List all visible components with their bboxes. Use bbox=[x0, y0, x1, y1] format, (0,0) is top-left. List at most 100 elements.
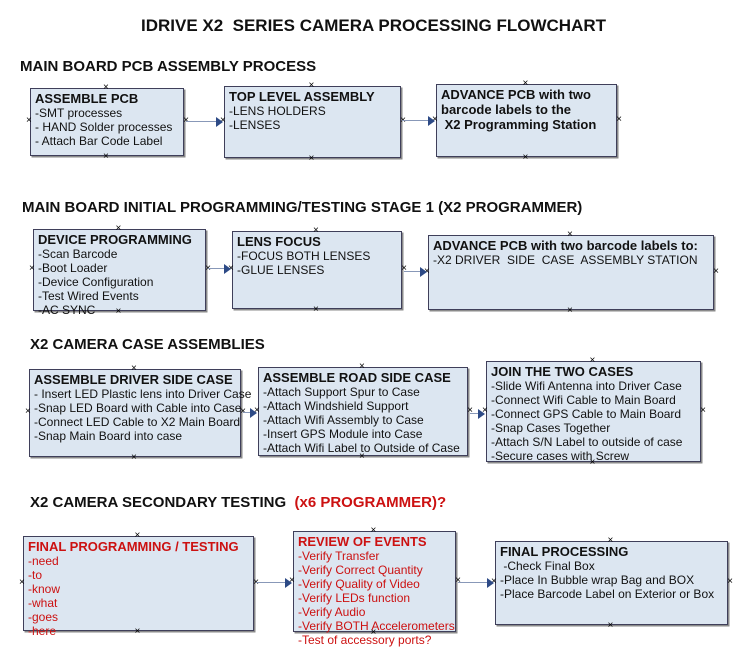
box-line: -Scan Barcode bbox=[38, 247, 118, 261]
connection-anchor-icon[interactable]: × bbox=[401, 263, 407, 274]
box-line: -Test Wired Events bbox=[38, 289, 139, 303]
section-heading-red-part: (x6 PROGRAMMER)? bbox=[290, 494, 447, 511]
box-line: -know bbox=[28, 582, 61, 596]
connector-arrow[interactable] bbox=[243, 408, 257, 418]
connection-anchor-icon[interactable]: × bbox=[370, 525, 377, 536]
connection-anchor-icon[interactable]: × bbox=[313, 304, 319, 315]
box-line: -SMT processes bbox=[35, 106, 123, 120]
box-line: X2 Programming Station bbox=[441, 117, 597, 132]
connection-anchor-icon[interactable]: × bbox=[240, 406, 246, 417]
connection-anchor-icon[interactable]: × bbox=[370, 627, 377, 638]
arrowhead-icon bbox=[478, 409, 485, 419]
box-body: -need-to-know-what-goes-here bbox=[28, 554, 249, 638]
flow-box-assemble-driver-side-case[interactable]: ASSEMBLE DRIVER SIDE CASE - Insert LED P… bbox=[25, 364, 252, 463]
section-heading-pcb-assembly: MAIN BOARD PCB ASSEMBLY PROCESS bbox=[20, 58, 317, 75]
connection-anchor-icon[interactable]: × bbox=[103, 151, 109, 162]
connection-anchor-icon[interactable]: × bbox=[522, 152, 529, 163]
connection-anchor-icon[interactable]: × bbox=[567, 229, 573, 240]
box-title: FINAL PROCESSING bbox=[500, 544, 629, 559]
box-line: -LENSES bbox=[229, 118, 281, 132]
flow-box-join-the-two-cases[interactable]: JOIN THE TWO CASES -Slide Wifi Antenna i… bbox=[482, 356, 706, 468]
connection-anchor-icon[interactable]: × bbox=[567, 305, 573, 316]
box-line: -Verify Audio bbox=[298, 605, 366, 619]
connection-anchor-icon[interactable]: × bbox=[115, 306, 122, 317]
box-line: -Verify Correct Quantity bbox=[298, 563, 423, 577]
box-line: -Attach Support Spur to Case bbox=[263, 385, 420, 399]
arrowhead-icon bbox=[224, 264, 231, 274]
box-line: - Attach Bar Code Label bbox=[35, 134, 163, 148]
box-line: -Verify BOTH Accelerometers bbox=[298, 619, 455, 633]
connection-anchor-icon[interactable]: × bbox=[589, 355, 596, 366]
connection-anchor-icon[interactable]: × bbox=[308, 153, 315, 164]
connection-anchor-icon[interactable]: × bbox=[115, 223, 122, 234]
box-line: -Attach Wifi Label to Outside of Case bbox=[263, 441, 460, 455]
connection-anchor-icon[interactable]: × bbox=[131, 363, 137, 374]
arrowhead-icon bbox=[420, 267, 427, 277]
box-line: -Attach S/N Label to outside of case bbox=[491, 435, 683, 449]
flow-box-assemble-pcb[interactable]: ASSEMBLE PCB -SMT processes- HAND Solder… bbox=[26, 83, 189, 162]
arrowhead-icon bbox=[487, 578, 494, 588]
section-heading-secondary-testing: X2 CAMERA SECONDARY TESTING (x6 PROGRAMM… bbox=[30, 494, 446, 511]
box-line: - Insert LED Plastic lens into Driver Ca… bbox=[34, 387, 252, 401]
connection-anchor-icon[interactable]: × bbox=[616, 113, 622, 125]
box-line: -Attach Windshield Support bbox=[263, 399, 409, 413]
box-line: -Verify LEDs function bbox=[298, 591, 411, 605]
flow-box-final-programming-testing[interactable]: FINAL PROGRAMMING / TESTING -need-to-kno… bbox=[19, 531, 259, 639]
connection-anchor-icon[interactable]: × bbox=[455, 574, 461, 586]
connection-anchor-icon[interactable]: × bbox=[727, 576, 733, 587]
box-body: -FOCUS BOTH LENSES-GLUE LENSES bbox=[237, 249, 397, 277]
box-line: -LENS HOLDERS bbox=[229, 104, 326, 118]
connection-anchor-icon[interactable]: × bbox=[713, 265, 719, 277]
box-line: -Snap Main Board into case bbox=[34, 429, 183, 443]
box-line: -Verify Quality of Video bbox=[298, 577, 420, 591]
connection-anchor-icon[interactable]: × bbox=[26, 115, 32, 126]
connection-anchor-icon[interactable]: × bbox=[131, 452, 137, 463]
connection-anchor-icon[interactable]: × bbox=[313, 225, 319, 236]
connection-anchor-icon[interactable]: × bbox=[134, 530, 141, 541]
flow-box-device-programming[interactable]: DEVICE PROGRAMMING -Scan Barcode-Boot Lo… bbox=[29, 224, 211, 318]
arrowhead-icon bbox=[216, 117, 223, 127]
connector-arrow[interactable] bbox=[404, 267, 427, 277]
connection-anchor-icon[interactable]: × bbox=[134, 626, 141, 637]
connector-arrow[interactable] bbox=[458, 578, 494, 588]
flow-box-top-level-assembly[interactable]: TOP LEVEL ASSEMBLY -LENS HOLDERS-LENSES … bbox=[220, 81, 406, 164]
flow-box-lens-focus[interactable]: LENS FOCUS -FOCUS BOTH LENSES-GLUE LENSE… bbox=[228, 226, 407, 315]
connection-anchor-icon[interactable]: × bbox=[359, 361, 365, 372]
connection-anchor-icon[interactable]: × bbox=[183, 115, 189, 126]
box-line: barcode labels to the bbox=[441, 102, 572, 117]
box-title: ASSEMBLE ROAD SIDE CASE bbox=[263, 370, 451, 385]
connector-arrow[interactable] bbox=[470, 409, 485, 419]
connector-arrow[interactable] bbox=[208, 264, 231, 274]
connection-anchor-icon[interactable]: × bbox=[29, 263, 35, 274]
connector-arrow[interactable] bbox=[186, 117, 223, 127]
connection-anchor-icon[interactable]: × bbox=[607, 620, 614, 631]
box-body: -Verify Transfer-Verify Correct Quantity… bbox=[298, 549, 455, 647]
box-line: -Connect LED Cable to X2 Main Board bbox=[34, 415, 241, 429]
box-line: -Device Configuration bbox=[38, 275, 154, 289]
connection-anchor-icon[interactable]: × bbox=[308, 80, 315, 91]
flow-box-advance-pcb-case-assembly[interactable]: ADVANCE PCB with two barcode labels to: … bbox=[424, 230, 719, 316]
box-line: -need bbox=[28, 554, 59, 568]
connection-anchor-icon[interactable]: × bbox=[589, 457, 596, 468]
box-line: -Attach Wifi Assembly to Case bbox=[263, 413, 424, 427]
box-line: -Place Barcode Label on Exterior or Box bbox=[500, 587, 715, 601]
connector-arrow[interactable] bbox=[256, 578, 292, 588]
flow-box-final-processing[interactable]: FINAL PROCESSING -Check Final Box-Place … bbox=[491, 536, 733, 631]
flow-box-assemble-road-side-case[interactable]: ASSEMBLE ROAD SIDE CASE -Attach Support … bbox=[254, 362, 473, 462]
box-title: LENS FOCUS bbox=[237, 234, 321, 249]
connection-anchor-icon[interactable]: × bbox=[700, 404, 706, 416]
connection-anchor-icon[interactable]: × bbox=[25, 406, 31, 417]
connector-arrow[interactable] bbox=[402, 116, 435, 126]
box-line: -Test of accessory ports? bbox=[298, 633, 432, 647]
connection-anchor-icon[interactable]: × bbox=[607, 535, 614, 546]
connection-anchor-icon[interactable]: × bbox=[359, 451, 365, 462]
connection-anchor-icon[interactable]: × bbox=[19, 576, 25, 588]
connection-anchor-icon[interactable]: × bbox=[467, 404, 473, 416]
box-line: -Boot Loader bbox=[38, 261, 108, 275]
flow-box-review-of-events[interactable]: REVIEW OF EVENTS -Verify Transfer-Verify… bbox=[289, 526, 461, 648]
box-title: ADVANCE PCB with two barcode labels to: bbox=[433, 238, 698, 253]
connection-anchor-icon[interactable]: × bbox=[522, 78, 529, 89]
connection-anchor-icon[interactable]: × bbox=[103, 82, 109, 93]
box-line: -Connect GPS Cable to Main Board bbox=[491, 407, 682, 421]
